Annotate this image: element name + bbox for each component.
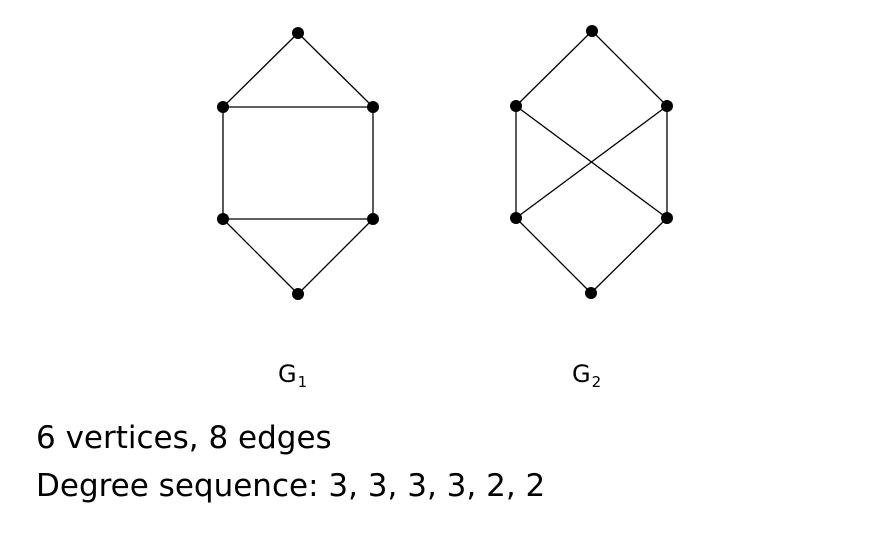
g2-vertex-lower-right bbox=[661, 212, 673, 224]
graph-name-g1: G bbox=[278, 360, 297, 388]
g1-vertex-lower-left bbox=[217, 213, 229, 225]
g1-vertex-lower-right bbox=[367, 213, 379, 225]
g1-vertex-upper-left bbox=[217, 101, 229, 113]
g2-vertex-upper-right bbox=[661, 100, 673, 112]
g1-edge-lower-right-bottom bbox=[297, 218, 374, 295]
g1-edge-lower-left-bottom bbox=[222, 218, 299, 295]
g2-edge-upper-right-lower-left bbox=[515, 105, 668, 219]
g1-vertex-upper-right bbox=[367, 101, 379, 113]
graph-label-g1: G1 bbox=[278, 359, 307, 392]
g2-edge-top-upper-left bbox=[515, 30, 593, 107]
g2-vertex-lower-left bbox=[510, 212, 522, 224]
g2-vertex-top bbox=[586, 25, 598, 37]
g1-edge-top-upper-right bbox=[297, 32, 374, 108]
graph-subscript-g2: 2 bbox=[591, 373, 602, 391]
caption-degree-sequence: Degree sequence: 3, 3, 3, 3, 2, 2 bbox=[36, 468, 546, 504]
g2-vertex-upper-left bbox=[510, 100, 522, 112]
graph-label-g2: G2 bbox=[572, 359, 601, 392]
g2-edge-lower-right-bottom bbox=[590, 217, 668, 294]
caption-vertex-edge-count: 6 vertices, 8 edges bbox=[36, 420, 332, 456]
g2-edge-lower-left-bottom bbox=[515, 217, 592, 294]
graph-subscript-g1: 1 bbox=[297, 373, 308, 391]
g1-edge-top-upper-left bbox=[222, 32, 299, 108]
g2-vertex-bottom bbox=[585, 287, 597, 299]
graph-name-g2: G bbox=[572, 360, 591, 388]
g1-vertex-top bbox=[292, 27, 304, 39]
graph-g2 bbox=[510, 25, 673, 299]
g2-edge-top-upper-right bbox=[591, 30, 668, 107]
graph-g1 bbox=[217, 27, 379, 300]
g1-vertex-bottom bbox=[292, 288, 304, 300]
